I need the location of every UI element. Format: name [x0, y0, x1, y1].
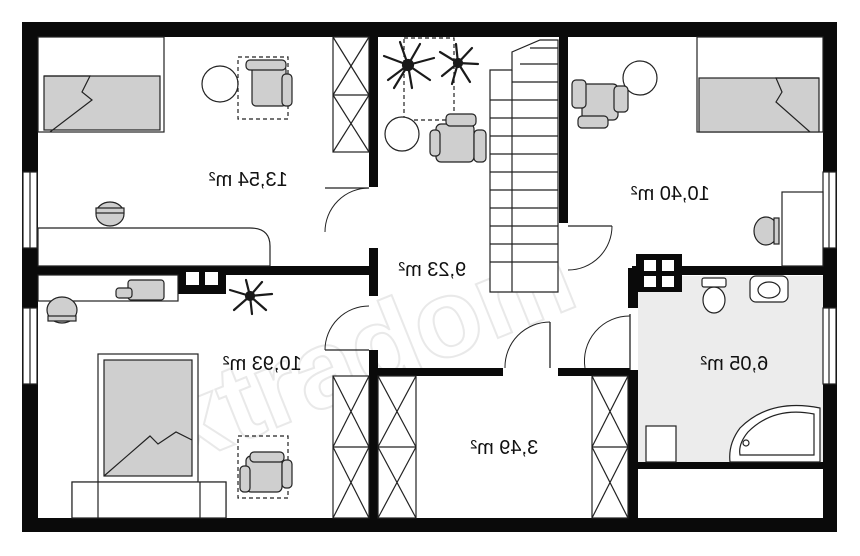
doors: [324, 187, 631, 370]
laptop-bottom-left: [115, 279, 165, 301]
wardrobes: [332, 36, 629, 519]
wall-v-bath-upper: [628, 268, 638, 308]
wall-h-right: [632, 266, 823, 275]
plant-bottom-left: [228, 278, 274, 316]
stool-top-right: [753, 216, 780, 246]
round-table-hall: [384, 116, 420, 152]
armchair-top-left: [237, 56, 293, 120]
stool-bottom-left: [46, 296, 78, 324]
room-area-label: 10,93 m²: [223, 353, 302, 375]
plant-hall-2: [438, 42, 480, 86]
outer-wall-left: [22, 22, 38, 532]
wall-v-bath-lower: [628, 370, 638, 518]
wardrobe-bottom-left: [332, 375, 370, 519]
desk-top-right: [781, 191, 824, 267]
room-area-label: 6,05 m²: [700, 353, 768, 375]
bathroom-fixtures: [645, 275, 821, 463]
bed-bottom-left: [71, 353, 227, 519]
wall-v-left-mid: [369, 248, 378, 296]
wardrobe-top-left: [332, 36, 370, 153]
toilet: [701, 277, 727, 314]
bathtub: [729, 404, 821, 463]
wall-h-storage-left: [378, 368, 503, 376]
wardrobe-storage-right: [591, 375, 629, 519]
round-table-top-left: [201, 65, 239, 103]
plant-hall-1: [382, 40, 436, 90]
outer-wall-bottom: [22, 518, 837, 532]
staircase: [489, 39, 559, 293]
bedroom-top-right-furniture: [571, 36, 824, 267]
desk-top-left: [37, 227, 271, 267]
outer-wall-right: [823, 22, 837, 532]
washbasin: [749, 275, 789, 303]
armchair-top-right: [571, 79, 629, 129]
hall-furniture: [382, 37, 487, 163]
round-table-top-right: [622, 60, 658, 96]
walls: [22, 22, 837, 532]
wall-v-left-upper: [369, 37, 378, 187]
bedroom-top-left-furniture: [37, 36, 293, 267]
room-area-label: 3,49 m²: [470, 437, 538, 459]
room-labels: 13,54 m² 10,40 m² 9,23 m² 10,93 m² 6,05 …: [209, 169, 769, 459]
chimney-right: [636, 254, 682, 292]
bed-top-left: [37, 36, 165, 133]
armchair-bottom-left: [237, 435, 293, 499]
bedroom-bottom-left-furniture: [37, 274, 293, 519]
wall-h-bath-bottom: [638, 462, 823, 469]
outer-wall-top: [22, 22, 837, 37]
wall-h-storage-right: [558, 368, 630, 376]
armchair-hall: [429, 113, 487, 163]
wall-h-left-b: [226, 266, 369, 275]
wall-h-left-a: [38, 266, 178, 275]
bed-top-right: [696, 36, 824, 133]
windows: [22, 171, 837, 385]
wall-v-left-lower: [369, 350, 378, 518]
wall-v-right-upper: [559, 37, 568, 223]
bath-cabinet: [645, 425, 677, 463]
room-area-label: 9,23 m²: [398, 259, 466, 281]
stool-top-left: [95, 201, 125, 227]
room-area-label: 13,54 m²: [209, 169, 288, 191]
wardrobe-storage-left: [377, 375, 417, 519]
room-area-label: 10,40 m²: [631, 183, 710, 205]
